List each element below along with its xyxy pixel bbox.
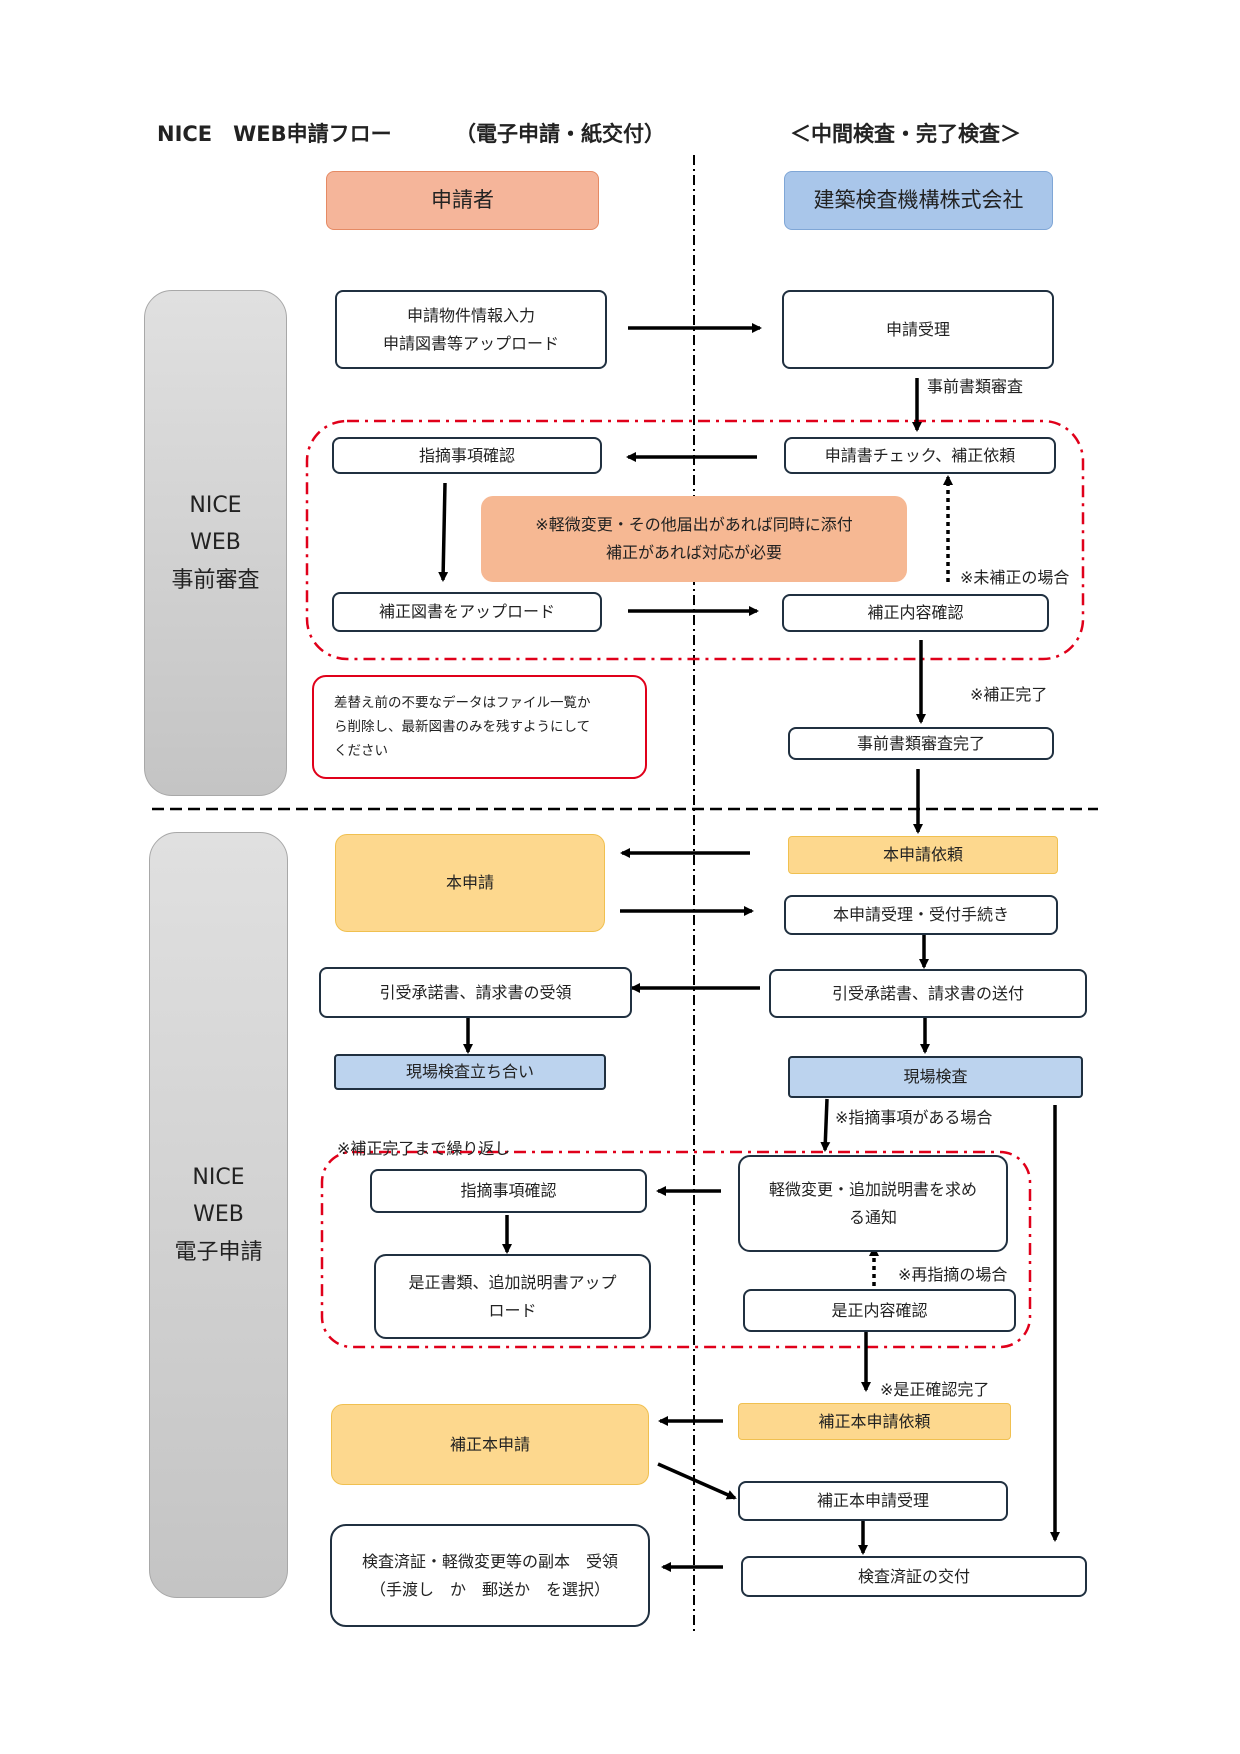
step-corr-application: 補正本申請 <box>331 1404 649 1485</box>
step-application: 本申請 <box>335 834 605 932</box>
step-check-request: 申請書チェック、補正依頼 <box>784 437 1056 474</box>
step-send-docs: 引受承諾書、請求書の送付 <box>769 969 1087 1018</box>
section-pre-review: NICE WEB 事前審査 <box>144 290 287 796</box>
step-attend: 現場検査立ち合い <box>334 1054 606 1090</box>
step-inspection: 現場検査 <box>788 1056 1083 1098</box>
step-corr-receipt: 補正本申請受理 <box>738 1481 1008 1521</box>
step-receipt: 本申請受理・受付手続き <box>784 895 1058 935</box>
main-correction-frame <box>320 1150 1032 1349</box>
label-fix-done: ※是正確認完了 <box>880 1380 990 1399</box>
step-input-upload: 申請物件情報入力 申請図書等アップロード <box>335 290 607 369</box>
step-check-issue-main: 指摘事項確認 <box>370 1169 647 1213</box>
label-doc-review: 事前書類審査 <box>927 377 1024 396</box>
note-minor-change: ※軽微変更・その他届出があれば同時に添付 補正があれば対応が必要 <box>481 496 907 582</box>
step-certificate-issue: 検査済証の交付 <box>741 1556 1087 1597</box>
page-title: NICE WEB申請フロー <box>157 122 392 146</box>
step-review-complete: 事前書類審査完了 <box>788 727 1054 760</box>
lane-header-agency: 建築検査機構株式会社 <box>784 171 1053 230</box>
step-certificate-receive: 検査済証・軽微変更等の副本 受領 （手渡し か 郵送か を選択） <box>330 1524 650 1627</box>
step-confirm-fix: 是正内容確認 <box>743 1289 1016 1332</box>
page-subtitle: （電子申請・紙交付） <box>455 122 665 146</box>
step-upload-correction: 補正図書をアップロード <box>332 592 602 632</box>
step-receive-docs: 引受承諾書、請求書の受領 <box>319 967 632 1018</box>
section-e-application: NICE WEB 電子申請 <box>149 832 288 1598</box>
label-correction-done: ※補正完了 <box>970 685 1048 704</box>
step-upload-fix: 是正書類、追加説明書アップ ロード <box>374 1254 651 1339</box>
pre-correction-frame <box>305 419 1085 661</box>
lane-header-applicant: 申請者 <box>326 171 599 230</box>
note-delete-old-data: 差替え前の不要なデータはファイル一覧か ら削除し、最新図書のみを残すようにして … <box>312 675 647 779</box>
label-if-issues: ※指摘事項がある場合 <box>835 1108 993 1127</box>
label-reissue: ※再指摘の場合 <box>898 1265 1008 1284</box>
label-repeat-until-done: ※補正完了まで繰り返し <box>337 1139 511 1158</box>
label-not-corrected: ※未補正の場合 <box>960 568 1070 587</box>
step-check-issue: 指摘事項確認 <box>332 437 602 474</box>
section-title-right: ＜中間検査・完了検査＞ <box>790 122 1021 146</box>
step-request: 本申請依頼 <box>788 836 1058 874</box>
step-notice: 軽微変更・追加説明書を求め る通知 <box>738 1155 1008 1252</box>
step-corr-request: 補正本申請依頼 <box>738 1403 1011 1440</box>
step-accept: 申請受理 <box>782 290 1054 369</box>
step-confirm-correction: 補正内容確認 <box>782 594 1049 632</box>
